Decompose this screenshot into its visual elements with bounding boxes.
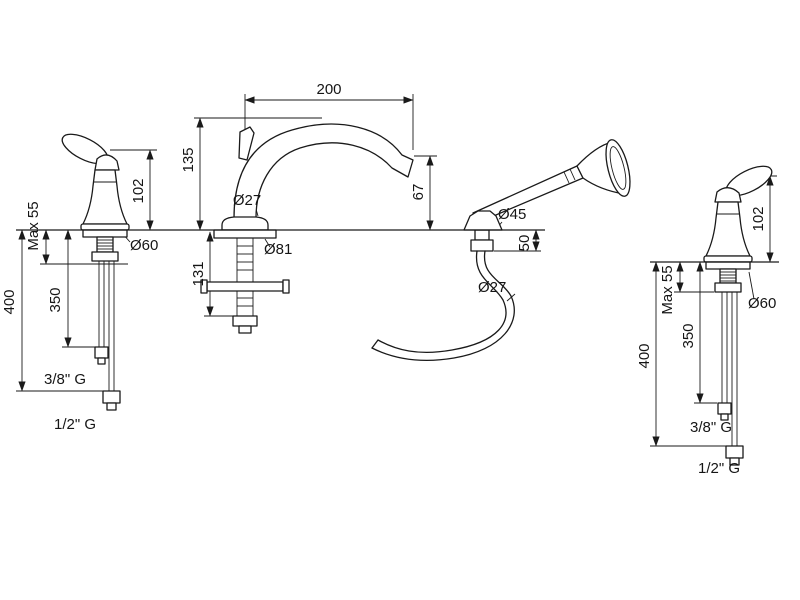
dim-right-max-thickness: Max 55 — [659, 265, 676, 314]
dim-spout-reach: 200 — [316, 81, 341, 98]
dim-left-base-diameter: Ø60 — [130, 237, 158, 254]
dim-right-handle-height: 102 — [750, 206, 767, 231]
left-handle-body — [82, 169, 128, 225]
spout-cross-fitting — [206, 281, 284, 292]
dim-left-large-connector: 1/2" G — [54, 416, 96, 433]
spout-drawing — [200, 123, 414, 334]
spout-cross-cap-left — [200, 279, 208, 294]
left-38-connector-tip — [97, 357, 106, 365]
dim-left-tail-length: 350 — [47, 287, 64, 312]
dim-hose-diameter: Ø27 — [478, 279, 506, 296]
spout-base-dome — [221, 216, 269, 231]
dim-left-max-thickness: Max 55 — [25, 201, 42, 250]
dim-right-base-diameter: Ø60 — [748, 295, 776, 312]
shower-hose — [371, 250, 515, 362]
shower-head-face — [605, 139, 631, 197]
dim-spout-height: 135 — [180, 147, 197, 172]
dimension-labels: 200 135 102 Max 55 Ø60 400 350 3/8" G 1/… — [1, 81, 776, 477]
right-handle-cap — [714, 187, 742, 203]
right-mounting-nut — [714, 282, 742, 293]
dim-spout-outlet-height: 67 — [410, 184, 427, 201]
dim-right-large-connector: 1/2" G — [698, 460, 740, 477]
dim-left-small-connector: 3/8" G — [44, 371, 86, 388]
left-12-connector-nut — [102, 390, 121, 404]
shower-hose-nut — [470, 239, 494, 252]
spout-deck-flange — [213, 229, 277, 239]
left-deck-flange — [82, 229, 128, 238]
right-handle-body — [705, 201, 751, 257]
left-threaded-shank — [96, 236, 114, 253]
dim-right-tail-length: 350 — [680, 323, 697, 348]
spout-bottom-nut — [232, 315, 258, 327]
dim-shower-base-diameter: Ø45 — [498, 206, 526, 223]
right-deck-flange — [705, 261, 751, 270]
diverter-lever — [238, 126, 255, 161]
left-supply-pipes — [98, 261, 115, 391]
shower-shank — [474, 229, 490, 241]
dim-spout-under-deck: 131 — [190, 261, 207, 286]
hand-shower-drawing — [371, 139, 631, 362]
right-base-ring — [703, 255, 753, 263]
dim-spout-neck-diameter: Ø27 — [233, 192, 261, 209]
deck-surface-line — [16, 229, 779, 263]
dimension-lines — [16, 94, 777, 447]
dim-left-handle-height: 102 — [130, 178, 147, 203]
left-base-ring — [80, 223, 130, 231]
right-12-connector-tip — [729, 457, 740, 466]
left-handle-cap — [94, 154, 120, 171]
right-supply-pipes — [721, 292, 738, 446]
right-38-connector-tip — [720, 413, 729, 421]
right-38-connector-nut — [717, 402, 732, 415]
spout-threaded-stem — [236, 238, 254, 316]
left-12-connector-tip — [106, 402, 117, 411]
shower-face-ring — [609, 146, 627, 190]
spout-bottom-tip — [238, 325, 252, 334]
spout-outline — [233, 123, 414, 219]
dim-left-supply-length: 400 — [1, 289, 18, 314]
left-valve-drawing — [61, 133, 130, 411]
right-12-connector-nut — [725, 445, 744, 459]
dim-right-supply-length: 400 — [636, 343, 653, 368]
spout-cross-cap-right — [282, 279, 290, 294]
dim-right-small-connector: 3/8" G — [690, 419, 732, 436]
dim-spout-base-diameter: Ø81 — [264, 241, 292, 258]
dim-shower-under-deck: 50 — [516, 235, 533, 252]
left-mounting-nut — [91, 251, 119, 262]
left-38-connector-nut — [94, 346, 109, 359]
